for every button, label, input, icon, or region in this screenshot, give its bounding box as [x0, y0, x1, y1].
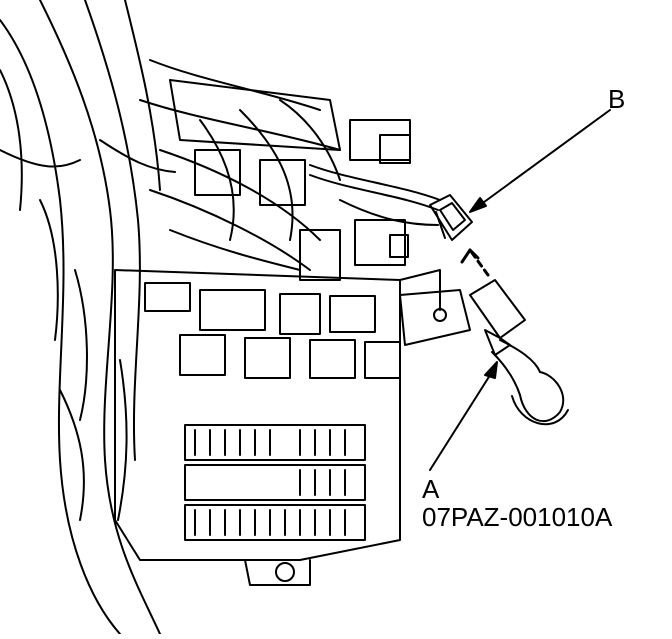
- callout-label-b: B: [608, 84, 626, 114]
- left-wire-harness: [0, 0, 161, 635]
- leader-line-b: [469, 109, 611, 213]
- callout-label-a: A: [422, 474, 440, 504]
- part-number-label: 07PAZ-001010A: [422, 502, 613, 532]
- connector-b: [429, 194, 473, 241]
- top-relay-block: [169, 79, 411, 281]
- connector-b-wires: [309, 164, 441, 226]
- leader-line-a: [429, 361, 498, 471]
- connector-a-jumper: [469, 279, 569, 426]
- upper-wire-harness: [99, 59, 341, 271]
- fuse-box-body: [114, 269, 471, 586]
